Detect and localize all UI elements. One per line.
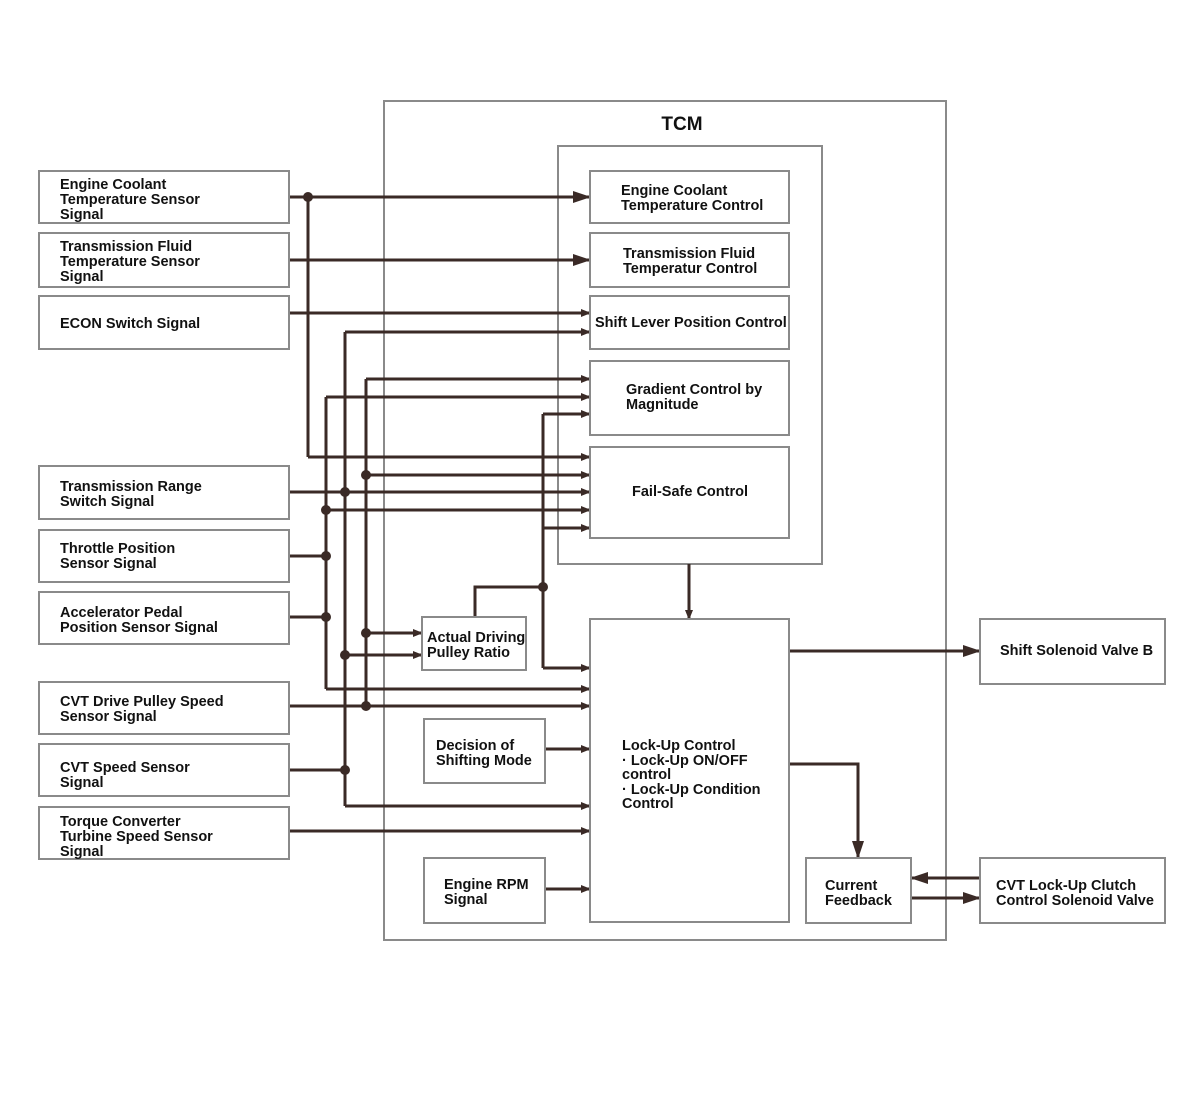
label-line: Magnitude — [626, 397, 699, 413]
label-line: Shifting Mode — [436, 753, 532, 769]
label-line: Temperature Sensor — [60, 192, 200, 208]
input-throttle: Throttle Position Sensor Signal — [38, 529, 290, 583]
label-line: control — [622, 767, 671, 783]
label-line: Signal — [60, 207, 104, 223]
input-engine-coolant: Engine Coolant Temperature Sensor Signal — [38, 170, 290, 224]
tcm-title: TCM — [661, 114, 702, 135]
label-line: Sensor Signal — [60, 709, 157, 725]
label-line: Decision of — [436, 738, 514, 754]
input-trans-fluid: Transmission Fluid Temperature Sensor Si… — [38, 232, 290, 288]
tcm-frame — [383, 100, 947, 941]
label-line: Temperature Control — [621, 198, 763, 214]
label-line: Lock-Up Control — [622, 738, 736, 754]
junction-dots — [303, 192, 548, 775]
block-lockup-control: Lock-Up Control · Lock-Up ON/OFF control… — [589, 618, 790, 923]
label-line: ECON Switch Signal — [60, 316, 200, 332]
label-line: Sensor Signal — [60, 556, 157, 572]
label-line: Shift Lever Position Control — [595, 315, 787, 331]
label-line: Fail-Safe Control — [632, 484, 748, 500]
junction-dot — [321, 551, 331, 561]
label-line: Torque Converter — [60, 814, 181, 830]
label-line: CVT Speed Sensor — [60, 760, 190, 776]
label-line: Signal — [60, 775, 104, 791]
output-lockup-solenoid: CVT Lock-Up Clutch Control Solenoid Valv… — [979, 857, 1166, 924]
input-turbine-speed: Torque Converter Turbine Speed Sensor Si… — [38, 806, 290, 860]
block-current-feedback: Current Feedback — [805, 857, 912, 924]
junction-dot — [340, 765, 350, 775]
wire-lockup-feedback — [789, 762, 864, 859]
input-trans-range: Transmission Range Switch Signal — [38, 465, 290, 520]
label-line: Signal — [444, 892, 488, 908]
label-line: Transmission Range — [60, 479, 202, 495]
control-coolant: Engine Coolant Temperature Control — [589, 170, 790, 224]
label-line: Feedback — [825, 893, 893, 909]
label-line: Shift Solenoid Valve B — [1000, 643, 1153, 659]
wire-ratio-out — [473, 585, 543, 617]
label-line: · Lock-Up Condition — [622, 782, 761, 798]
block-shifting-mode: Decision of Shifting Mode — [423, 718, 546, 784]
label-line: Transmission Fluid — [60, 239, 192, 255]
label-line: Gradient Control by — [626, 382, 762, 398]
junction-dot — [340, 487, 350, 497]
label-line: Temperatur Control — [623, 261, 757, 277]
junction-dot — [321, 612, 331, 622]
label-line: Pulley Ratio — [427, 645, 510, 661]
label-line: Actual Driving — [427, 630, 525, 646]
label-line: Turbine Speed Sensor — [60, 829, 213, 845]
output-shift-solenoid: Shift Solenoid Valve B — [979, 618, 1166, 685]
label-line: Throttle Position — [60, 541, 175, 557]
signal-wires — [289, 191, 981, 904]
label-line: Temperature Sensor — [60, 254, 200, 270]
junction-dot — [361, 701, 371, 711]
control-gradient: Gradient Control by Magnitude — [589, 360, 790, 436]
label-line: Engine Coolant — [60, 177, 167, 193]
label-line: Switch Signal — [60, 494, 154, 510]
label-line: · Lock-Up ON/OFF — [622, 753, 748, 769]
junction-dot — [303, 192, 313, 202]
label-line: CVT Lock-Up Clutch — [996, 878, 1136, 894]
label-line: Engine Coolant — [621, 183, 728, 199]
control-failsafe: Fail-Safe Control — [589, 446, 790, 539]
label-line: Signal — [60, 844, 104, 860]
label-line: Signal — [60, 269, 104, 285]
input-accel-pedal: Accelerator Pedal Position Sensor Signal — [38, 591, 290, 645]
label-line: Control — [622, 796, 674, 812]
junction-dot — [321, 505, 331, 515]
block-engine-rpm: Engine RPM Signal — [423, 857, 546, 924]
junction-dot — [340, 650, 350, 660]
label-line: Current — [825, 878, 878, 894]
block-pulley-ratio: Actual Driving Pulley Ratio — [421, 616, 527, 671]
label-line: Accelerator Pedal — [60, 605, 183, 621]
control-shift-lever: Shift Lever Position Control — [589, 295, 790, 350]
input-cvt-speed: CVT Speed Sensor Signal — [38, 743, 290, 797]
label-line: Position Sensor Signal — [60, 620, 218, 636]
label-line: CVT Drive Pulley Speed — [60, 694, 224, 710]
input-drive-pulley: CVT Drive Pulley Speed Sensor Signal — [38, 681, 290, 735]
junction-dot — [361, 470, 371, 480]
label-line: Control Solenoid Valve — [996, 893, 1154, 909]
label-line: Engine RPM — [444, 877, 529, 893]
control-fluid: Transmission Fluid Temperatur Control — [589, 232, 790, 288]
label-line: Transmission Fluid — [623, 246, 755, 262]
junction-dot — [361, 628, 371, 638]
junction-dot — [538, 582, 548, 592]
input-econ: ECON Switch Signal — [38, 295, 290, 350]
